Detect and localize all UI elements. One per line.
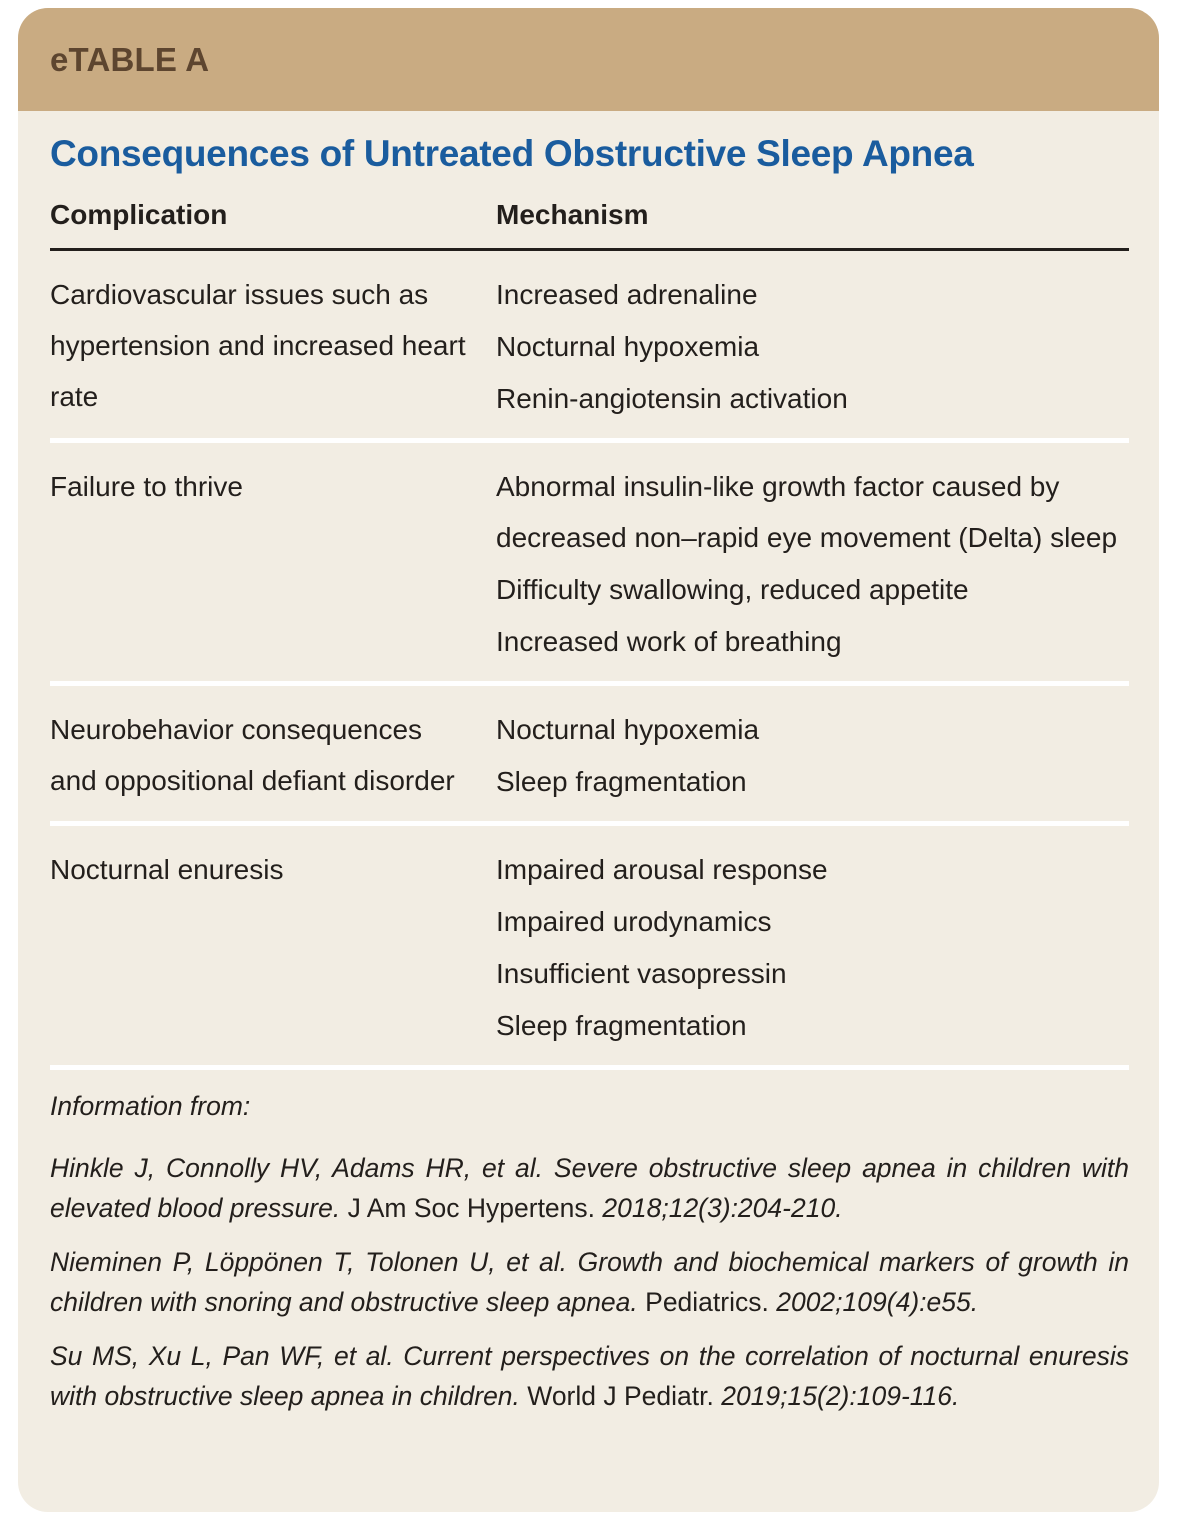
page-title: Consequences of Untreated Obstructive Sl… [50, 133, 974, 174]
table-row: Cardiovascular issues such as hypertensi… [50, 279, 466, 412]
list-item: Renin-angiotensin activation [496, 383, 848, 414]
footnotes: Information from: Hinkle J, Connolly HV,… [50, 1070, 1129, 1416]
reference-text: Nieminen P, Löppönen T, Tolonen U, et al… [50, 1247, 1129, 1317]
list-item: Nocturnal hypoxemia [496, 714, 760, 745]
column-header-complication: Complication [50, 199, 228, 230]
column-header-mechanism: Mechanism [496, 199, 649, 230]
list-item: Impaired arousal response [496, 854, 828, 885]
table-row: Abnormal insulin-like growth factor caus… [496, 443, 1129, 681]
reference-journal: World J Pediatr. [527, 1381, 714, 1411]
card-body: Consequences of Untreated Obstructive Sl… [18, 133, 1159, 1416]
row-divider [50, 1065, 1129, 1070]
list-item: Difficulty swallowing, reduced appetite [496, 574, 969, 605]
etable-card: eTABLE A Consequences of Untreated Obstr… [18, 8, 1159, 1512]
table-row: Nocturnal hypoxemia Sleep fragmentation [496, 686, 1129, 821]
reference-citation: 2019;15(2):109-116. [713, 1381, 960, 1411]
reference-journal: J Am Soc Hypertens. [347, 1193, 596, 1223]
list-item: Sleep fragmentation [496, 1010, 747, 1041]
list-item: Sleep fragmentation [496, 766, 747, 797]
reference-journal: Pediatrics. [645, 1287, 769, 1317]
table-row: Impaired arousal response Impaired urody… [496, 826, 1129, 1065]
reference-citation: 2018;12(3):204-210. [595, 1193, 843, 1223]
information-from-label: Information from: [50, 1091, 251, 1121]
header-rule [50, 248, 1129, 251]
list-item: Abnormal insulin-like growth factor caus… [496, 471, 1118, 553]
list-item: Insufficient vasopressin [496, 958, 787, 989]
row-divider [50, 681, 1129, 686]
table-row: Nocturnal enuresis [50, 854, 284, 885]
reference-text: Su MS, Xu L, Pan WF, et al. Current pers… [50, 1341, 1129, 1411]
list-item: Increased work of breathing [496, 626, 842, 657]
list-item: Increased adrenaline [496, 279, 758, 310]
table-row: Neurobehavior consequences and oppositio… [50, 714, 455, 796]
reference-item: Nieminen P, Löppönen T, Tolonen U, et al… [50, 1242, 1129, 1322]
table-header-band: eTABLE A [18, 8, 1159, 111]
reference-item: Hinkle J, Connolly HV, Adams HR, et al. … [50, 1148, 1129, 1228]
reference-text: Hinkle J, Connolly HV, Adams HR, et al. … [50, 1153, 1129, 1223]
table-row: Failure to thrive [50, 471, 243, 502]
reference-item: Su MS, Xu L, Pan WF, et al. Current pers… [50, 1336, 1129, 1416]
etable-label: eTABLE A [50, 40, 210, 78]
consequences-table: Complication Mechanism Cardiovascular is… [50, 199, 1129, 1070]
row-divider [50, 438, 1129, 443]
list-item: Nocturnal hypoxemia [496, 331, 760, 362]
table-row: Increased adrenaline Nocturnal hypoxemia… [496, 251, 1129, 438]
row-divider [50, 821, 1129, 826]
reference-citation: 2002;109(4):e55. [768, 1287, 979, 1317]
list-item: Impaired urodynamics [496, 906, 772, 937]
